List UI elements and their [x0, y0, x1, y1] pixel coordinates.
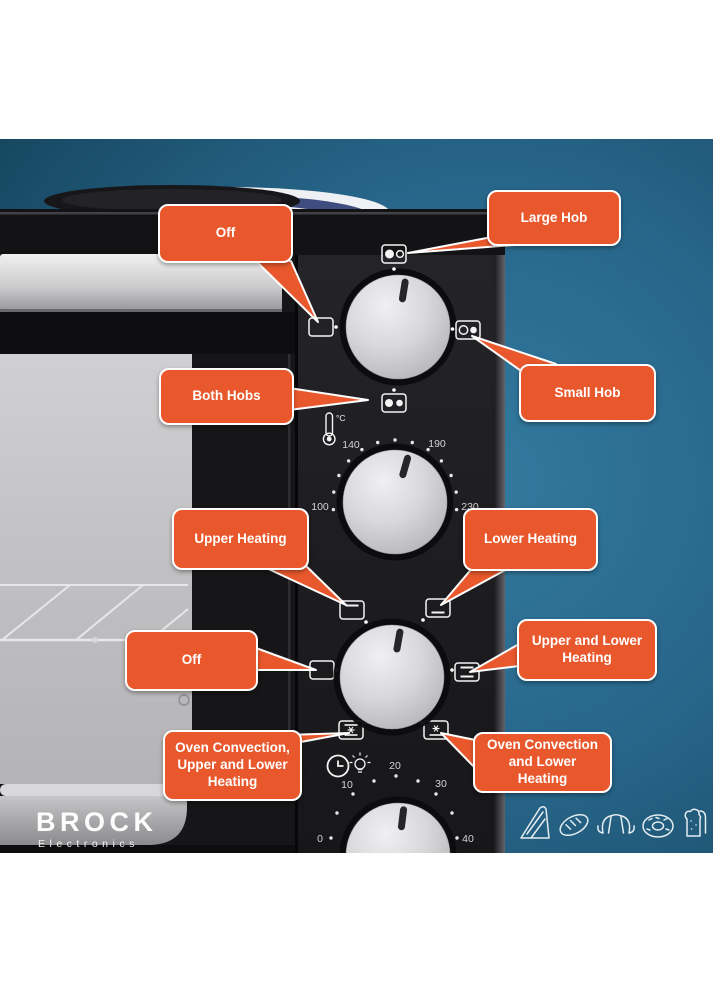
thermometer-icon: °C — [322, 412, 346, 446]
thermostat-knob — [336, 443, 454, 561]
food-icons — [520, 805, 707, 839]
temp-label-100: 100 — [311, 501, 329, 513]
lamp-icon — [349, 752, 371, 773]
callout-label: Large Hob — [520, 209, 588, 225]
convection-upper-lower-icon — [338, 720, 364, 740]
callout-off-oven: Off — [125, 630, 258, 691]
function-selector-knob — [333, 618, 451, 736]
timer-dial-marks — [329, 774, 459, 840]
hob-mark-small — [450, 327, 455, 331]
callout-label: Oven Convection and Lower Heating — [486, 737, 599, 786]
temperature-unit-label: °C — [336, 413, 346, 423]
callout-label: Off — [215, 225, 236, 241]
knob-indicator — [397, 806, 408, 831]
upper-lower-heating-icon — [454, 662, 480, 682]
timer-label-10: 10 — [341, 779, 353, 791]
brand-logo: BROCK Electronics — [36, 807, 158, 850]
callout-label: Small Hob — [554, 384, 621, 400]
temperature-dial-marks — [331, 438, 459, 512]
door-window — [0, 354, 192, 784]
brand-name: BROCK — [36, 807, 158, 837]
small-hob-icon — [455, 320, 481, 340]
baguette-icon — [559, 813, 589, 837]
brand-subtitle: Electronics — [38, 838, 139, 850]
hob-mark-both — [392, 388, 396, 392]
hob-selector-knob — [339, 268, 457, 386]
callout-small-hob: Small Hob — [519, 364, 656, 422]
door-bottom-plate — [0, 796, 187, 845]
timer-label-20: 20 — [389, 760, 401, 772]
timer-label-0: 0 — [317, 833, 323, 845]
clock-icon — [326, 754, 350, 778]
callout-upper-heating: Upper Heating — [172, 508, 309, 570]
knob-indicator — [398, 278, 409, 303]
timer-knob — [339, 796, 457, 853]
door-screw — [178, 694, 190, 706]
knob-indicator — [393, 628, 404, 653]
knob-indicator — [399, 454, 412, 479]
large-hob-icon — [381, 244, 407, 264]
callout-label: Lower Heating — [483, 531, 577, 547]
temp-label-190: 190 — [428, 438, 446, 450]
callout-label: Upper Heating — [194, 530, 287, 546]
callout-off-hob: Off — [158, 204, 293, 263]
convection-lower-icon — [423, 720, 449, 740]
callout-convection-lower: Oven Convection and Lower Heating — [473, 732, 612, 793]
callout-label: Upper and Lower Heating — [531, 633, 643, 665]
donut-icon — [642, 814, 674, 838]
both-hobs-icon — [381, 393, 407, 413]
callout-label: Oven Convection, Upper and Lower Heating — [175, 740, 290, 789]
croissant-icon — [597, 814, 635, 834]
callout-upper-lower-heating: Upper and Lower Heating — [517, 619, 657, 681]
fn-mark-upper-lower — [450, 668, 454, 672]
lower-heating-icon — [425, 598, 451, 618]
fn-mark-lower — [421, 618, 425, 622]
timer-label-30: 30 — [435, 778, 447, 790]
callout-label: Off — [181, 652, 202, 668]
cake-slice-icon — [520, 805, 550, 839]
timer-label-40: 40 — [462, 833, 474, 845]
off-hob-icon — [308, 317, 334, 337]
product-photo: BROCK Electronics — [0, 139, 713, 853]
hob-mark-large — [392, 267, 396, 271]
callout-convection-upper-lower: Oven Convection, Upper and Lower Heating — [163, 730, 302, 801]
hob-mark-off — [334, 325, 338, 329]
toast-icon — [684, 808, 707, 837]
temp-label-140: 140 — [342, 439, 360, 451]
door-top-trim — [0, 254, 282, 311]
upper-heating-icon — [339, 600, 365, 620]
callout-lower-heating: Lower Heating — [463, 508, 598, 571]
callout-large-hob: Large Hob — [487, 190, 621, 246]
callout-label: Both Hobs — [192, 388, 261, 404]
door-bottom-band — [0, 784, 188, 796]
fn-mark-upper — [364, 620, 368, 624]
callout-both-hobs: Both Hobs — [159, 368, 294, 425]
